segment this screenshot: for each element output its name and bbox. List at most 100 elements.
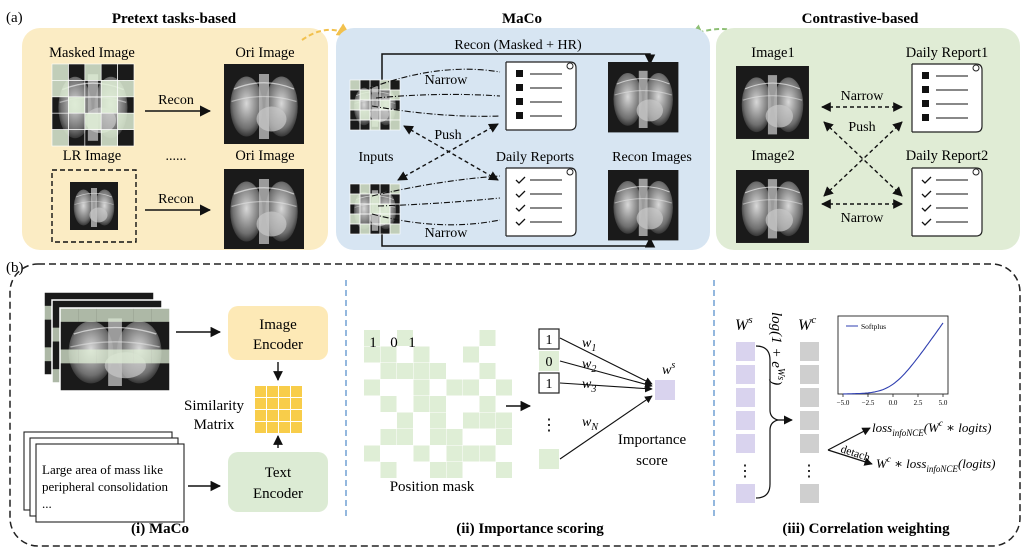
softplus-tick-label: 0.0 <box>889 399 898 407</box>
stacked-masked-images <box>43 291 171 393</box>
mask-tile <box>369 119 381 131</box>
mask-tile <box>60 349 79 364</box>
report-curl <box>972 168 980 176</box>
mask-tile <box>117 129 135 147</box>
ori-image-2 <box>223 168 305 250</box>
recon-top-label: Recon (Masked + HR) <box>454 38 582 53</box>
importance-score-label-2: score <box>636 453 668 469</box>
mask-tile <box>133 308 152 322</box>
bullet <box>922 114 929 121</box>
mask-tile <box>96 308 115 322</box>
weight-line-1 <box>559 337 653 385</box>
wc-column: ⋮ <box>800 342 819 503</box>
weight-3: w3 <box>582 377 596 395</box>
mask-cell <box>380 429 397 445</box>
ws-cell <box>736 411 755 430</box>
maco-subpanel: Image Encoder Similarity Matrix Large ar… <box>23 291 328 537</box>
mask-cell <box>380 462 397 478</box>
report-line-1: Large area of mass like <box>42 462 163 477</box>
wc-cell <box>800 342 819 361</box>
recon-images-label: Recon Images <box>612 150 692 165</box>
mask-cell <box>364 346 380 363</box>
position-mask-label: Position mask <box>390 479 475 495</box>
part-b-frame <box>9 263 1021 547</box>
vec-cell-3 <box>538 372 560 394</box>
similarity-cell <box>255 422 266 433</box>
mask-tile <box>117 80 135 98</box>
report-line-2: peripheral consolidation <box>42 479 168 494</box>
wc-cell <box>800 434 819 453</box>
wc-cell <box>800 411 819 430</box>
bullet <box>922 100 929 107</box>
check-mark <box>515 190 526 198</box>
mask-cell <box>479 330 496 346</box>
mask-cell <box>380 346 397 363</box>
softplus-legend: Softplus <box>861 322 886 331</box>
mask-cell <box>446 429 463 445</box>
pretext-to-maco-arrow <box>301 23 352 41</box>
softplus-axes <box>837 315 949 395</box>
softplus-tick-label: 5.0 <box>939 399 948 407</box>
vec-value-3: 1 <box>546 377 553 392</box>
bullet <box>516 98 523 105</box>
mask-tile <box>349 213 361 225</box>
wc-to-losses <box>827 427 871 451</box>
mask-tile <box>359 223 371 235</box>
mask-tile <box>379 213 391 225</box>
mask-cell <box>446 379 463 396</box>
mask-cell <box>364 379 380 396</box>
mask-cell <box>496 412 512 429</box>
mask-digit-3: 1 <box>408 335 416 351</box>
mask-tile <box>133 349 152 364</box>
softplus-tick-label: 2.5 <box>914 399 923 407</box>
softplus-tick-label: −5.0 <box>837 399 850 407</box>
ellipsis-label: ...... <box>166 149 187 164</box>
mask-tile <box>84 112 102 130</box>
report-scroll <box>912 167 983 237</box>
daily-report-top <box>505 61 577 131</box>
image-encoder <box>228 306 328 360</box>
mask-cell <box>397 363 413 379</box>
recon-label-1: Recon <box>158 93 194 108</box>
recon-image-top <box>607 61 679 133</box>
bullet <box>516 84 523 91</box>
masked-image <box>51 63 135 147</box>
wc-ellipsis: ⋮ <box>801 463 817 480</box>
image1-label: Image1 <box>751 45 794 61</box>
report-line-3: ... <box>42 496 52 511</box>
ws-cell <box>736 484 755 503</box>
mask-tile <box>51 80 69 98</box>
wc-cell <box>800 388 819 407</box>
mask-cell <box>463 412 479 429</box>
mask-tile <box>349 79 361 91</box>
wc-cell <box>800 365 819 384</box>
mask-cell <box>463 379 479 396</box>
mask-tile <box>96 349 115 364</box>
mask-cell <box>446 445 463 462</box>
ws-label: ws <box>662 360 675 378</box>
mask-tile <box>51 129 69 147</box>
similarity-cell <box>279 386 290 397</box>
mask-cell <box>496 462 512 478</box>
position-mask-grid <box>364 330 512 478</box>
loss-2: Wc ∗ lossinfoNCE(logits) <box>876 454 996 474</box>
wc-cell <box>800 484 819 503</box>
ws-cell <box>655 380 675 400</box>
loss-1: lossinfoNCE(Wc ∗ logits) <box>872 418 991 438</box>
ws-cell <box>736 365 755 384</box>
contrastive-narrow-bottom: Narrow <box>841 211 885 226</box>
similarity-cell <box>267 398 278 409</box>
report-scroll <box>506 167 577 237</box>
daily-report2-label: Daily Report2 <box>906 148 989 164</box>
mask-tile <box>78 308 97 322</box>
mask-cell <box>430 363 446 379</box>
narrow-link-3 <box>371 105 501 117</box>
similarity-cell <box>279 410 290 421</box>
ws-cell <box>736 434 755 453</box>
image1 <box>735 65 810 140</box>
bullet <box>922 72 929 79</box>
mask-tile <box>349 193 361 205</box>
ws-cell <box>736 342 755 361</box>
